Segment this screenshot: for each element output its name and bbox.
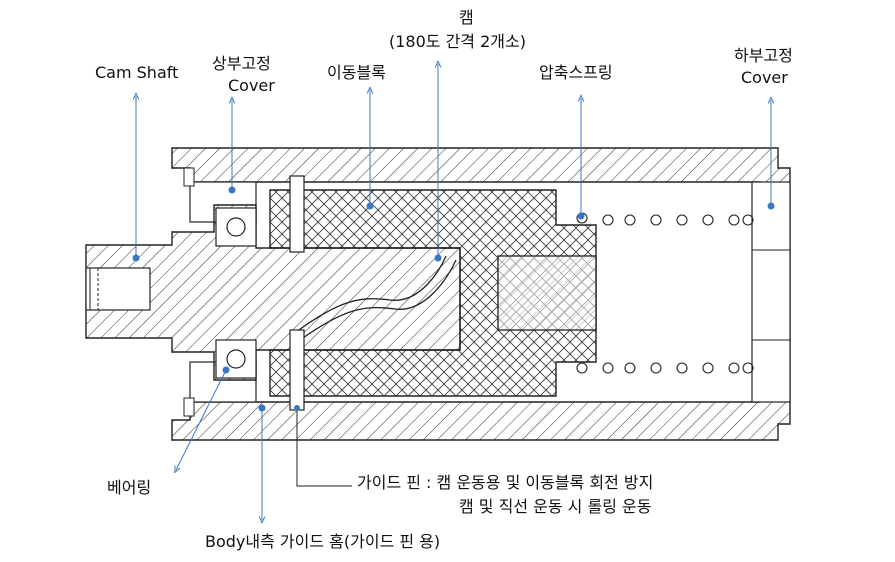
- label-body-groove: Body내측 가이드 홈(가이드 핀 용): [205, 532, 441, 551]
- label-lower-cover-1: 하부고정: [734, 46, 793, 65]
- leader-lines: [132, 64, 775, 520]
- label-cam-1: 캠: [459, 8, 474, 27]
- leader-guide-pin: [294, 405, 352, 487]
- label-cam-shaft: Cam Shaft: [95, 63, 179, 82]
- label-cam-2: (180도 간격 2개소): [389, 32, 526, 51]
- upper-cover: [183, 167, 257, 417]
- label-lower-cover-2: Cover: [741, 68, 788, 87]
- bearing-top: [215, 207, 257, 247]
- label-guide-pin-2: 캠 및 직선 운동 시 롤링 운동: [459, 497, 652, 516]
- label-upper-cover-1: 상부고정: [212, 54, 271, 73]
- label-bearing: 베어링: [107, 478, 152, 497]
- bearing-bottom: [215, 339, 257, 379]
- moving-block: [269, 189, 597, 397]
- compression-spring: [576, 212, 754, 374]
- guide-pin-top: [289, 175, 305, 253]
- label-guide-pin-1: 가이드 핀 : 캠 운동용 및 이동블록 회전 방지: [357, 473, 654, 492]
- label-upper-cover-2: Cover: [228, 76, 275, 95]
- leader-bearing: [176, 369, 227, 470]
- guide-pin-bottom: [289, 329, 305, 411]
- label-moving-block: 이동블록: [327, 63, 386, 82]
- label-spring: 압축스프링: [539, 63, 613, 82]
